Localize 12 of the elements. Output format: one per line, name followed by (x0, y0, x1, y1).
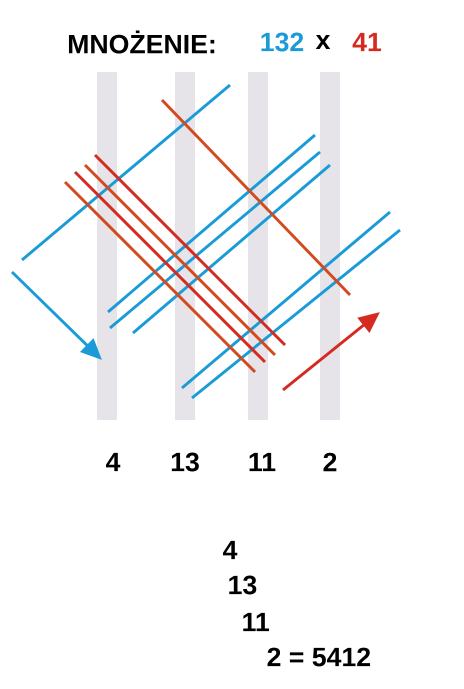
result-line: 13 (229, 576, 256, 594)
result-line: 4 (223, 540, 238, 560)
column-sum: 11 (250, 452, 276, 472)
result-line: 11 (243, 612, 270, 632)
result-line: 2 = 5412 (268, 648, 370, 666)
column-sum: 2 (324, 452, 336, 472)
column-sum: 13 (172, 452, 199, 472)
title: MNOŻENIE: (68, 30, 214, 54)
column-sum: 4 (106, 452, 120, 472)
factor: 132 (261, 32, 304, 52)
multiply-sign: x (316, 34, 330, 50)
factor: 41 (352, 32, 382, 52)
